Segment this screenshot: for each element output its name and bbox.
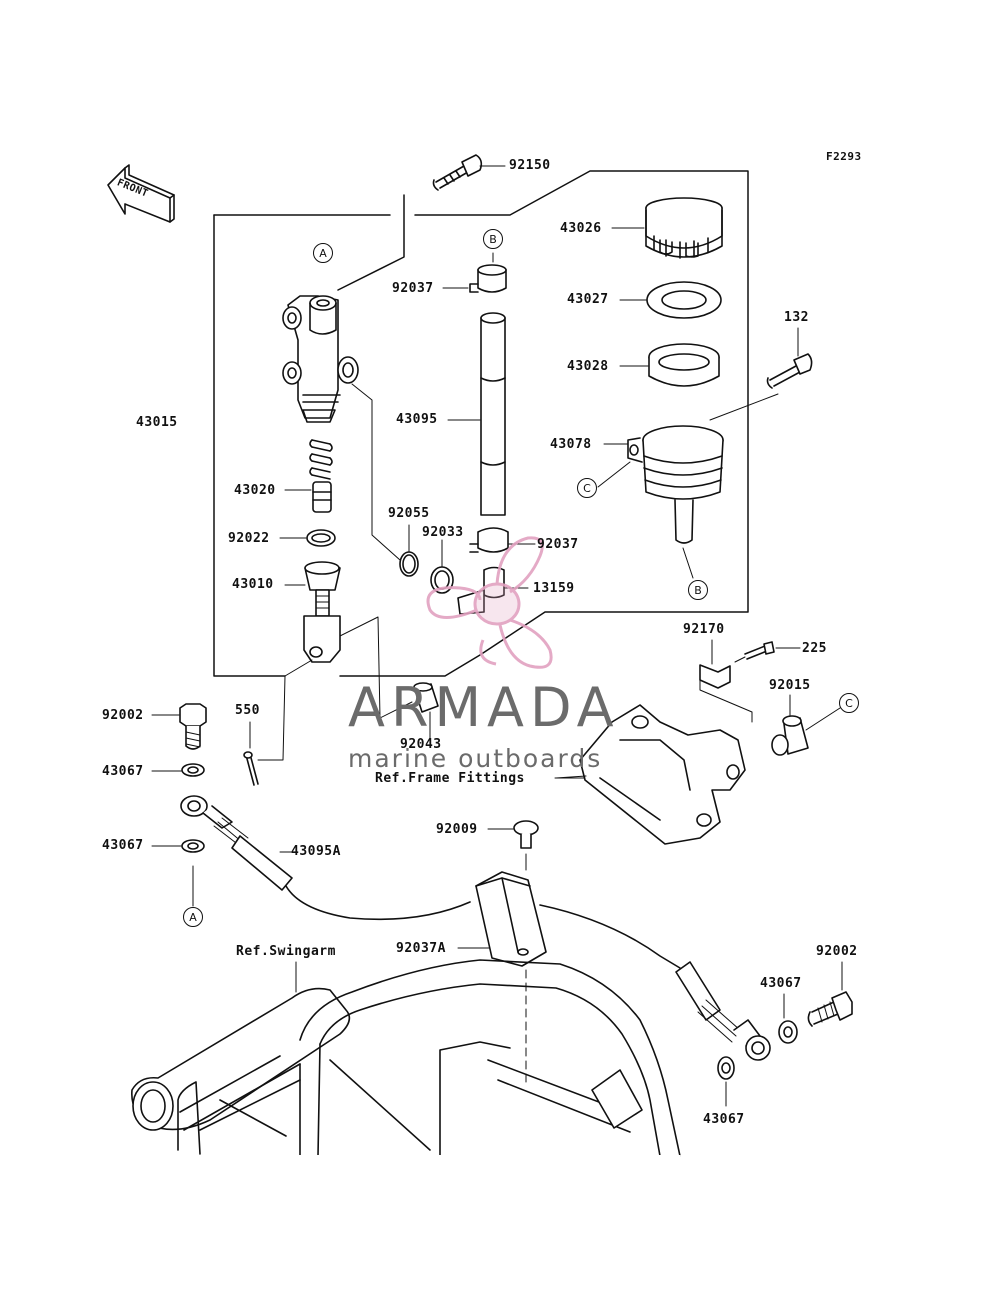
watermark-brand: ARMADA bbox=[348, 676, 620, 739]
part-label-43095A: 43095A bbox=[291, 844, 341, 859]
frame-ref-leader bbox=[555, 775, 587, 779]
part-label-43078: 43078 bbox=[550, 437, 592, 452]
front-arrow-icon bbox=[107, 164, 175, 223]
screw-92009 bbox=[487, 820, 539, 871]
part-label-92037-top: 92037 bbox=[392, 281, 434, 296]
callout-a-bottom: A bbox=[183, 907, 203, 927]
figure-code: F2293 bbox=[826, 150, 862, 163]
watermark-tagline: marine outboards bbox=[348, 744, 603, 773]
part-label-92002-right: 92002 bbox=[816, 944, 858, 959]
hose-bracket-92037A bbox=[457, 871, 547, 1083]
reservoir-43078 bbox=[597, 425, 724, 579]
part-label-92009: 92009 bbox=[436, 822, 478, 837]
part-label-43015: 43015 bbox=[136, 415, 178, 430]
callout-b-top: B bbox=[483, 229, 503, 249]
diaphragm-plate-43027 bbox=[619, 281, 722, 319]
frame-fitting-bracket bbox=[554, 704, 746, 845]
part-label-550: 550 bbox=[235, 703, 260, 718]
swingarm bbox=[131, 959, 681, 1157]
push-rod-43010 bbox=[284, 561, 341, 663]
bolt-92150 bbox=[432, 154, 506, 191]
callout-c-right: C bbox=[839, 693, 859, 713]
reservoir-cap-43026 bbox=[611, 197, 723, 259]
washer-43067-right-bottom bbox=[717, 1056, 735, 1107]
cotter-pin-550 bbox=[243, 659, 313, 786]
part-label-92002-left: 92002 bbox=[102, 708, 144, 723]
brake-hose-right-end bbox=[675, 961, 771, 1061]
spring-43020 bbox=[284, 439, 333, 513]
swingarm-reference: Ref.Swingarm bbox=[236, 944, 336, 959]
part-label-92033: 92033 bbox=[422, 525, 464, 540]
part-label-92022: 92022 bbox=[228, 531, 270, 546]
callout-b-bottom: B bbox=[688, 580, 708, 600]
part-label-43026: 43026 bbox=[560, 221, 602, 236]
part-label-43027: 43027 bbox=[567, 292, 609, 307]
callout-c-left: C bbox=[577, 478, 597, 498]
part-label-92015: 92015 bbox=[769, 678, 811, 693]
part-label-92170: 92170 bbox=[683, 622, 725, 637]
diaphragm-43028 bbox=[619, 343, 720, 387]
part-label-43095: 43095 bbox=[396, 412, 438, 427]
part-label-43067-d: 43067 bbox=[703, 1112, 745, 1127]
circlip-92022 bbox=[279, 529, 336, 547]
part-label-92150: 92150 bbox=[509, 158, 551, 173]
washer-43067-left-bottom bbox=[151, 839, 205, 907]
part-label-43010: 43010 bbox=[232, 577, 274, 592]
o-ring-92055 bbox=[399, 524, 419, 577]
callout-a-top: A bbox=[313, 243, 333, 263]
part-label-43020: 43020 bbox=[234, 483, 276, 498]
brake-hose-43095A bbox=[180, 795, 681, 969]
pin-92043 bbox=[339, 616, 439, 739]
part-label-13159: 13159 bbox=[533, 581, 575, 596]
banjo-bolt-92002-right bbox=[807, 961, 853, 1027]
part-label-92055: 92055 bbox=[388, 506, 430, 521]
washer-43067-right-top bbox=[778, 993, 798, 1044]
washer-43067-left-top bbox=[151, 763, 205, 777]
collar-92015 bbox=[771, 694, 841, 756]
part-label-225: 225 bbox=[802, 641, 827, 656]
part-label-92037-mid: 92037 bbox=[537, 537, 579, 552]
bolt-132 bbox=[709, 327, 813, 421]
screw-225 bbox=[734, 641, 801, 663]
part-label-43028: 43028 bbox=[567, 359, 609, 374]
part-label-92037A: 92037A bbox=[396, 941, 446, 956]
part-label-43067-c: 43067 bbox=[760, 976, 802, 991]
part-label-132: 132 bbox=[784, 310, 809, 325]
banjo-bolt-92002-left bbox=[151, 703, 207, 750]
part-label-43067-a: 43067 bbox=[102, 764, 144, 779]
part-label-43067-b: 43067 bbox=[102, 838, 144, 853]
frame-fittings-reference: Ref.Frame Fittings bbox=[375, 771, 525, 786]
assembly-bracket bbox=[213, 170, 749, 677]
part-label-92043: 92043 bbox=[400, 737, 442, 752]
hose-43095 bbox=[442, 252, 507, 516]
master-cylinder-body bbox=[282, 295, 401, 561]
clamp-92170 bbox=[699, 639, 753, 723]
